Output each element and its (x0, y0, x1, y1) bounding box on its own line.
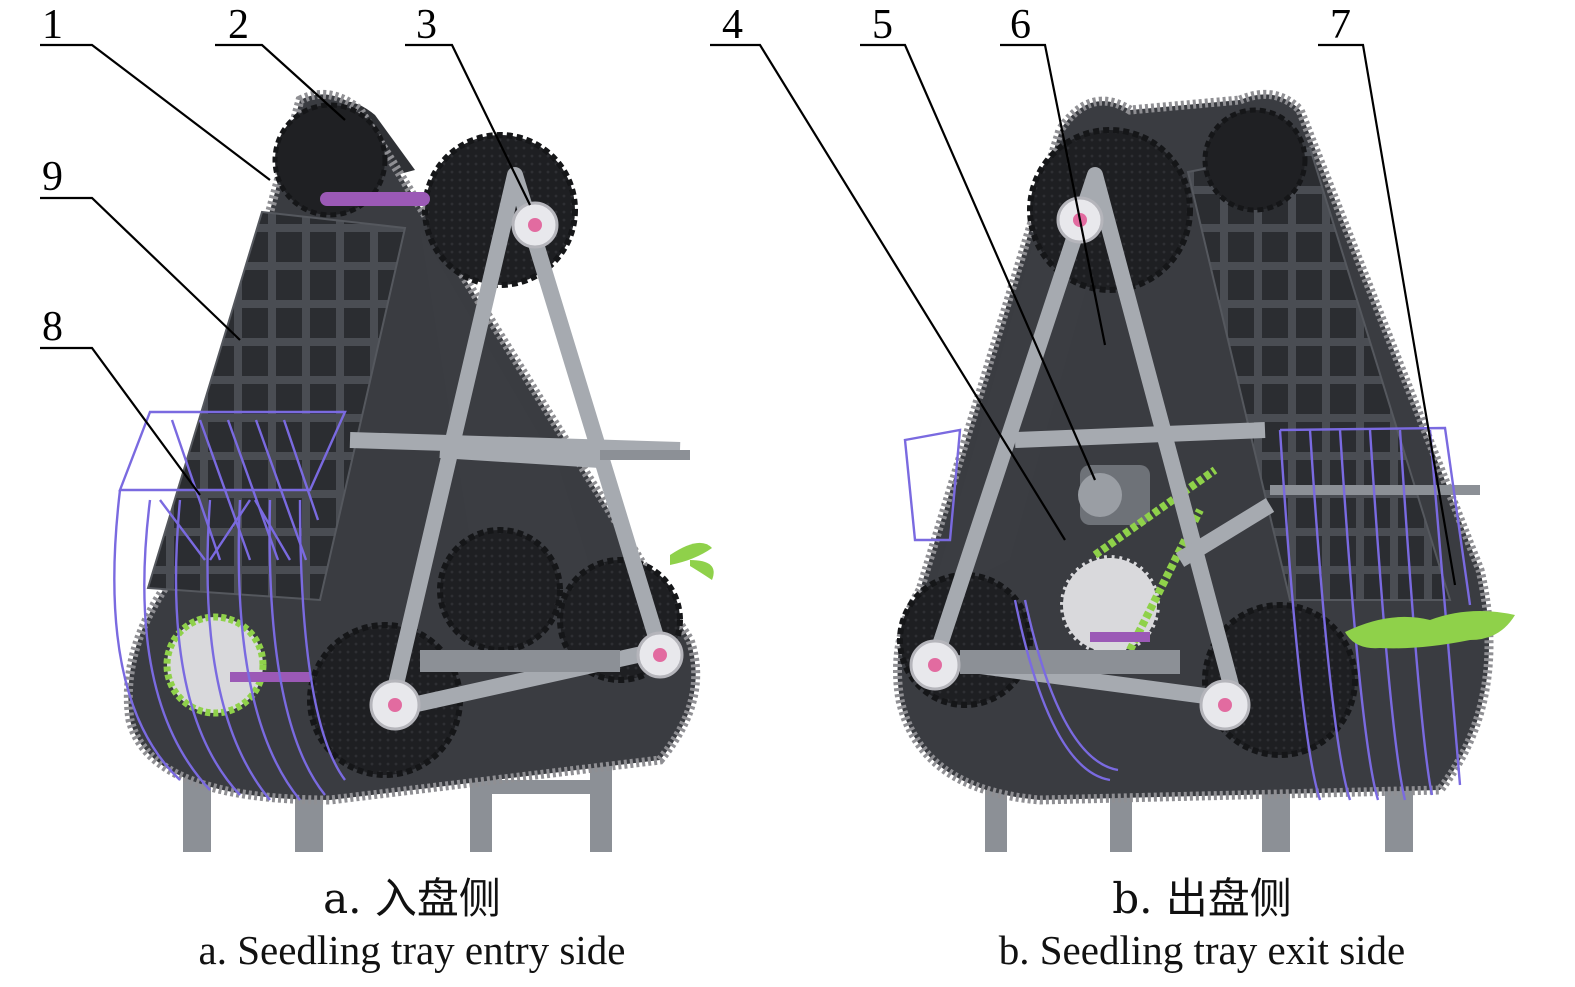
top-rear-sprocket-b (1202, 107, 1308, 213)
leader-3 (405, 43, 531, 206)
label-4: 4 (722, 2, 743, 48)
axle-a (320, 192, 430, 206)
label-1: 1 (42, 2, 63, 48)
leader-9 (40, 196, 241, 341)
label-9: 9 (42, 154, 63, 200)
panel-b-machine (893, 89, 1515, 852)
label-7: 7 (1330, 2, 1351, 48)
callout-labels: 1 2 3 4 5 6 7 8 9 (42, 2, 1351, 350)
drive-sprocket-b (1057, 552, 1163, 658)
leader-5 (860, 43, 1097, 481)
guide-cage-a (113, 410, 347, 801)
leader-lines (40, 43, 1457, 586)
label-5: 5 (872, 2, 893, 48)
caption-a-zh: a. 入盘侧 (323, 874, 501, 923)
label-2: 2 (228, 2, 249, 48)
bearings-a (369, 201, 684, 731)
label-6: 6 (1010, 2, 1031, 48)
leader-2 (215, 43, 346, 121)
seedlings-b (1345, 611, 1515, 649)
caption-b: b. 出盘侧 b. Seedling tray exit side (842, 865, 1562, 974)
bearings-b (909, 196, 1251, 731)
guide-cage-b (903, 426, 1472, 801)
leader-7 (1318, 43, 1457, 586)
bottom-sprocket-mid-a (437, 527, 563, 653)
caption-a-en: a. Seedling tray entry side (198, 927, 626, 973)
caption-b-zh: b. 出盘侧 (1112, 874, 1292, 923)
caption-b-en: b. Seedling tray exit side (998, 927, 1406, 973)
seedlings-a (670, 542, 714, 580)
frame-b (927, 167, 1275, 708)
label-3: 3 (416, 2, 437, 48)
leader-4 (710, 43, 1066, 541)
caption-a: a. 入盘侧 a. Seedling tray entry side (52, 865, 772, 974)
frame-a (349, 167, 681, 718)
pot-rows-a (420, 230, 610, 630)
label-8: 8 (42, 304, 63, 350)
top-rear-sprocket-a (272, 102, 388, 218)
leader-1 (40, 43, 271, 181)
leader-6 (1000, 43, 1107, 346)
panel-a-machine (113, 89, 714, 852)
leader-8 (40, 346, 201, 496)
